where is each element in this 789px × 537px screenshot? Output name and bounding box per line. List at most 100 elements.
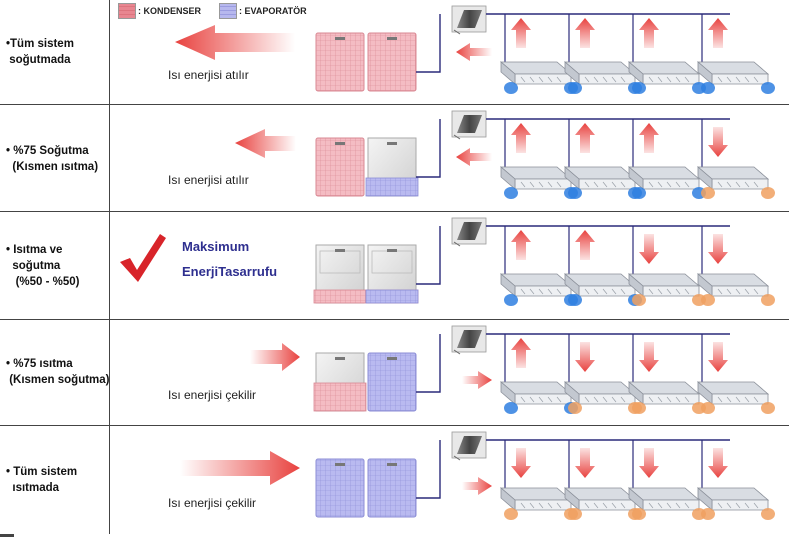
outdoor-unit [315, 458, 365, 518]
refrigerant-pipe [416, 119, 441, 178]
row-diagram-balanced [120, 217, 775, 306]
branch-controller [451, 431, 487, 461]
evaporator-section [367, 458, 417, 518]
return-arrow [456, 43, 492, 61]
indoor-unit-warm [627, 342, 706, 414]
condenser-section [313, 382, 367, 412]
cassette-front [578, 285, 636, 297]
heat-up-arrow [511, 123, 531, 153]
evaporator-section [367, 352, 417, 412]
cassette-front [578, 178, 636, 190]
cassette-front [642, 285, 700, 297]
condenser-section [315, 32, 365, 92]
cassette-front [642, 178, 700, 190]
row-diagram-full-heating [180, 431, 775, 520]
indoor-unit-cool [499, 338, 578, 414]
indoor-unit-warm [563, 342, 642, 414]
row-note: Isı enerjisi atılır [168, 173, 249, 187]
heat-down-arrow [708, 127, 728, 157]
heat-up-arrow [639, 123, 659, 153]
cool-air-puff [632, 187, 646, 199]
warm-air-puff [761, 402, 775, 414]
row-label: • Isıtma ve soğutma (%50 - %50) [6, 244, 80, 288]
heat-absorbed-arrow [180, 451, 300, 485]
branch-controller [451, 110, 487, 140]
warm-air-puff [701, 294, 715, 306]
warm-air-puff [568, 508, 582, 520]
cassette-front [514, 499, 572, 511]
row-label: • %75 Soğutma (Kısmen ısıtma) [6, 145, 99, 173]
branch-controller [451, 325, 487, 355]
warm-air-puff [761, 294, 775, 306]
supply-arrow [462, 371, 492, 389]
heat-down-arrow [639, 234, 659, 264]
warm-air-puff [568, 402, 582, 414]
branch-controller [451, 217, 487, 247]
heat-down-arrow [575, 342, 595, 372]
outdoor-unit [313, 352, 367, 412]
warm-air-puff [632, 402, 646, 414]
cool-air-puff [761, 82, 775, 94]
max-saving-text: Maksimum EnerjiTasarrufu [182, 234, 277, 284]
indoor-unit-warm [696, 342, 775, 414]
row-label: •Tüm sistem soğutmada [6, 38, 74, 66]
label-cell [0, 105, 110, 211]
cool-air-puff [568, 187, 582, 199]
indoor-unit-cool [627, 123, 706, 199]
row-partial-heating: • %75 ısıtma (Kısmen soğutma) Isı enerji… [0, 320, 789, 426]
heat-up-arrow [511, 18, 531, 48]
indoor-unit-cool [563, 230, 642, 306]
cassette-front [711, 393, 769, 405]
refrigerant-pipe [416, 440, 441, 499]
row-label: • %75 ısıtma (Kısmen soğutma) [6, 358, 110, 386]
heat-down-arrow [511, 448, 531, 478]
indoor-unit-warm [627, 234, 706, 306]
indoor-unit-cool [563, 123, 642, 199]
heat-down-arrow [708, 342, 728, 372]
indoor-unit-cool [499, 18, 578, 94]
heat-rejected-arrow [175, 25, 295, 60]
indoor-unit-warm [627, 448, 706, 520]
row-diagram-partial-cooling [235, 110, 775, 199]
branch-controller [451, 5, 487, 35]
warm-air-puff [761, 508, 775, 520]
outdoor-unit [367, 32, 417, 92]
cassette-front [578, 73, 636, 85]
cool-air-puff [701, 82, 715, 94]
row-note: Isı enerjisi atılır [168, 68, 249, 82]
cassette-front [514, 178, 572, 190]
condenser-section [313, 289, 367, 304]
warm-air-puff [701, 402, 715, 414]
cassette-front [642, 499, 700, 511]
heat-up-arrow [511, 230, 531, 260]
heat-down-arrow [639, 342, 659, 372]
condenser-section [315, 137, 365, 197]
indoor-unit-warm [696, 127, 775, 199]
cassette-front [514, 285, 572, 297]
warm-air-puff [761, 187, 775, 199]
indoor-unit-warm [696, 234, 775, 306]
row-label: • Tüm sistem ısıtmada [6, 466, 78, 494]
cassette-front [514, 73, 572, 85]
cassette-front [711, 285, 769, 297]
heat-up-arrow [639, 18, 659, 48]
label-cell [0, 212, 110, 319]
condenser-section [367, 32, 417, 92]
heat-up-arrow [511, 338, 531, 368]
refrigerant-pipe [416, 14, 441, 73]
warm-air-puff [701, 508, 715, 520]
warm-air-puff [701, 187, 715, 199]
row-full-cooling: •Tüm sistem soğutmada Isı enerjisi atılı… [0, 0, 789, 105]
cool-air-puff [504, 402, 518, 414]
row-partial-cooling: • %75 Soğutma (Kısmen ısıtma) Isı enerji… [0, 105, 789, 212]
cassette-front [642, 73, 700, 85]
condenser-swatch [118, 3, 136, 19]
cassette-front [578, 499, 636, 511]
saving-line-2: EnerjiTasarrufu [182, 264, 278, 279]
cool-air-puff [568, 294, 582, 306]
label-cell [0, 0, 110, 104]
row-diagram-full-cooling [175, 5, 775, 94]
cassette-front [578, 393, 636, 405]
indoor-unit-cool [563, 18, 642, 94]
